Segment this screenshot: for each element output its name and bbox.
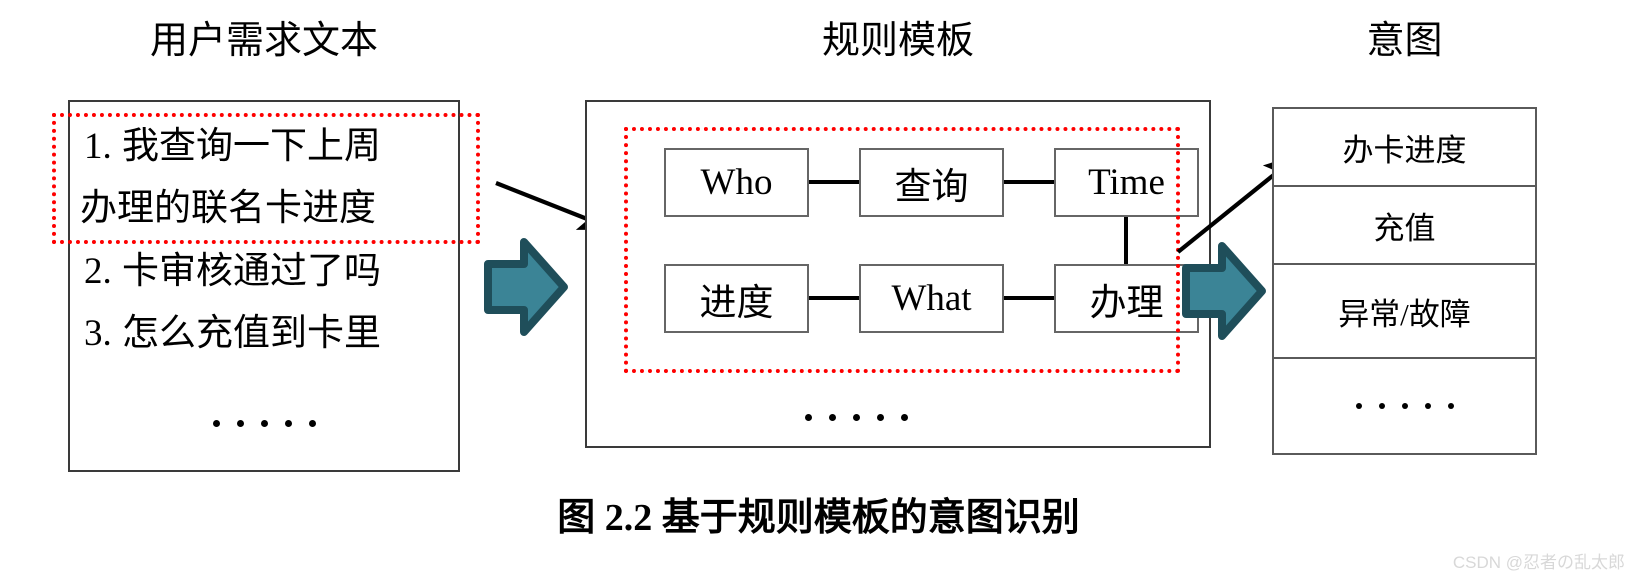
template-node-time[interactable]: Time — [1054, 148, 1199, 217]
requirement-item-3-line1: 怎么充值到卡里 — [122, 313, 381, 354]
requirement-item-1-number: 1. — [84, 126, 112, 167]
rule-template-ellipsis — [805, 414, 908, 421]
figure-caption: 图 2.2 基于规则模板的意图识别 — [557, 497, 1080, 539]
intent-table: 办卡进度 充值 异常/故障 — [1272, 107, 1537, 455]
template-node-progress[interactable]: 进度 — [664, 264, 809, 333]
requirement-item-1-line2: 办理的联名卡进度 — [80, 188, 376, 229]
connector-who-query — [809, 180, 859, 184]
connector-what-handle — [1004, 296, 1054, 300]
template-node-who[interactable]: Who — [664, 148, 809, 217]
intent-row-recharge[interactable]: 充值 — [1274, 187, 1535, 265]
user-requirement-panel — [68, 100, 460, 472]
watermark: CSDN @忍者の乱太郎 — [1452, 553, 1625, 572]
template-node-what[interactable]: What — [859, 264, 1004, 333]
intent-row-ellipsis — [1274, 359, 1535, 453]
intent-ellipsis — [1355, 403, 1454, 409]
arrow-text-to-template-block-icon — [484, 238, 568, 336]
heading-intent: 意图 — [1366, 20, 1443, 62]
requirement-item-2-line1: 卡审核通过了吗 — [122, 251, 381, 292]
connector-query-time — [1004, 180, 1054, 184]
requirement-item-2-number: 2. — [84, 251, 112, 292]
requirement-item-1-line1: 我查询一下上周 — [122, 126, 381, 167]
connector-time-handle — [1124, 217, 1128, 264]
heading-rule-template: 规则模板 — [821, 20, 974, 62]
requirement-item-3-number: 3. — [84, 313, 112, 354]
connector-progress-what — [809, 296, 859, 300]
heading-user-requirement-text: 用户需求文本 — [149, 20, 378, 62]
intent-row-card-progress[interactable]: 办卡进度 — [1274, 109, 1535, 187]
user-requirement-ellipsis — [213, 420, 316, 427]
intent-row-exception-fault[interactable]: 异常/故障 — [1274, 265, 1535, 359]
template-node-query[interactable]: 查询 — [859, 148, 1004, 217]
arrow-template-to-intent-block-icon — [1182, 242, 1266, 340]
